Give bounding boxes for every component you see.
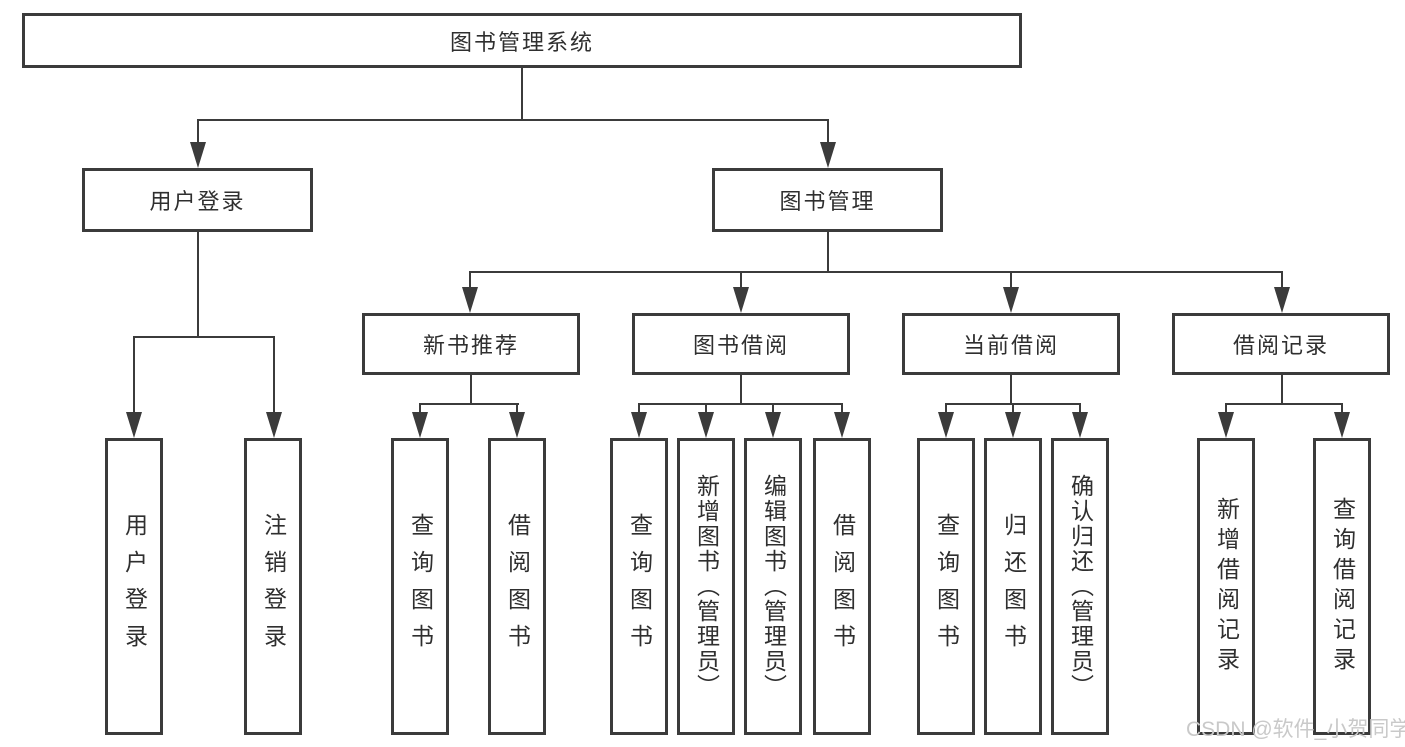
node-current-borrow: 当前借阅 bbox=[902, 313, 1120, 375]
connector-line bbox=[1281, 271, 1283, 292]
node-user-login: 用户登录 bbox=[82, 168, 313, 232]
arrowhead-icon bbox=[834, 412, 850, 438]
node-book-management: 图书管理 bbox=[712, 168, 943, 232]
connector-line bbox=[419, 403, 519, 405]
arrowhead-icon bbox=[938, 412, 954, 438]
connector-line bbox=[133, 336, 275, 338]
connector-line bbox=[1010, 375, 1012, 404]
arrowhead-icon bbox=[1334, 412, 1350, 438]
connector-line bbox=[197, 119, 199, 150]
arrowhead-icon bbox=[1005, 412, 1021, 438]
connector-line bbox=[1012, 403, 1014, 419]
arrowhead-icon bbox=[266, 412, 282, 438]
connector-line bbox=[469, 271, 471, 292]
arrowhead-icon bbox=[1218, 412, 1234, 438]
node-query-books-borrow: 查询图书 bbox=[610, 438, 668, 735]
arrowhead-icon bbox=[631, 412, 647, 438]
connector-line bbox=[638, 403, 640, 419]
arrowhead-icon bbox=[1003, 287, 1019, 313]
node-add-book-admin: 新增图书（管理员） bbox=[677, 438, 735, 735]
connector-line bbox=[1281, 375, 1283, 404]
arrowhead-icon bbox=[1274, 287, 1290, 313]
connector-line bbox=[273, 336, 275, 418]
node-query-books-current: 查询图书 bbox=[917, 438, 975, 735]
arrowhead-icon bbox=[190, 142, 206, 168]
connector-line bbox=[133, 336, 135, 418]
arrowhead-icon bbox=[733, 287, 749, 313]
arrowhead-icon bbox=[698, 412, 714, 438]
connector-line bbox=[1225, 403, 1343, 405]
arrowhead-icon bbox=[412, 412, 428, 438]
node-return-book: 归还图书 bbox=[984, 438, 1042, 735]
connector-line bbox=[772, 403, 774, 419]
node-query-borrow-record: 查询借阅记录 bbox=[1313, 438, 1371, 735]
connector-line bbox=[197, 232, 199, 337]
node-confirm-return-admin: 确认归还（管理员） bbox=[1051, 438, 1109, 735]
connector-line bbox=[1079, 403, 1081, 419]
connector-line bbox=[740, 271, 742, 292]
node-new-book-recommend: 新书推荐 bbox=[362, 313, 580, 375]
connector-line bbox=[827, 232, 829, 272]
connector-line bbox=[419, 403, 421, 419]
arrowhead-icon bbox=[126, 412, 142, 438]
connector-line bbox=[521, 68, 523, 120]
connector-line bbox=[197, 119, 829, 121]
node-borrow-books-recommend: 借阅图书 bbox=[488, 438, 546, 735]
arrowhead-icon bbox=[509, 412, 525, 438]
connector-line bbox=[945, 403, 947, 419]
arrowhead-icon bbox=[462, 287, 478, 313]
connector-line bbox=[1225, 403, 1227, 419]
csdn-watermark: CSDN @软件_小贺同学 bbox=[1186, 718, 1405, 741]
connector-line bbox=[470, 375, 472, 404]
connector-line bbox=[841, 403, 843, 419]
connector-line bbox=[516, 403, 518, 419]
node-add-borrow-record: 新增借阅记录 bbox=[1197, 438, 1255, 735]
connector-line bbox=[1341, 403, 1343, 419]
arrowhead-icon bbox=[765, 412, 781, 438]
connector-line bbox=[827, 119, 829, 150]
connector-line bbox=[638, 403, 843, 405]
node-query-books-recommend: 查询图书 bbox=[391, 438, 449, 735]
connector-line bbox=[705, 403, 707, 419]
arrowhead-icon bbox=[1072, 412, 1088, 438]
connector-line bbox=[740, 375, 742, 404]
arrowhead-icon bbox=[820, 142, 836, 168]
connector-line bbox=[469, 271, 1283, 273]
node-edit-book-admin: 编辑图书（管理员） bbox=[744, 438, 802, 735]
connector-line bbox=[1010, 271, 1012, 292]
node-borrow-records: 借阅记录 bbox=[1172, 313, 1390, 375]
node-library-system: 图书管理系统 bbox=[22, 13, 1022, 68]
node-logout: 注销登录 bbox=[244, 438, 302, 735]
node-login: 用户登录 bbox=[105, 438, 163, 735]
node-book-borrow: 图书借阅 bbox=[632, 313, 850, 375]
node-borrow-books: 借阅图书 bbox=[813, 438, 871, 735]
